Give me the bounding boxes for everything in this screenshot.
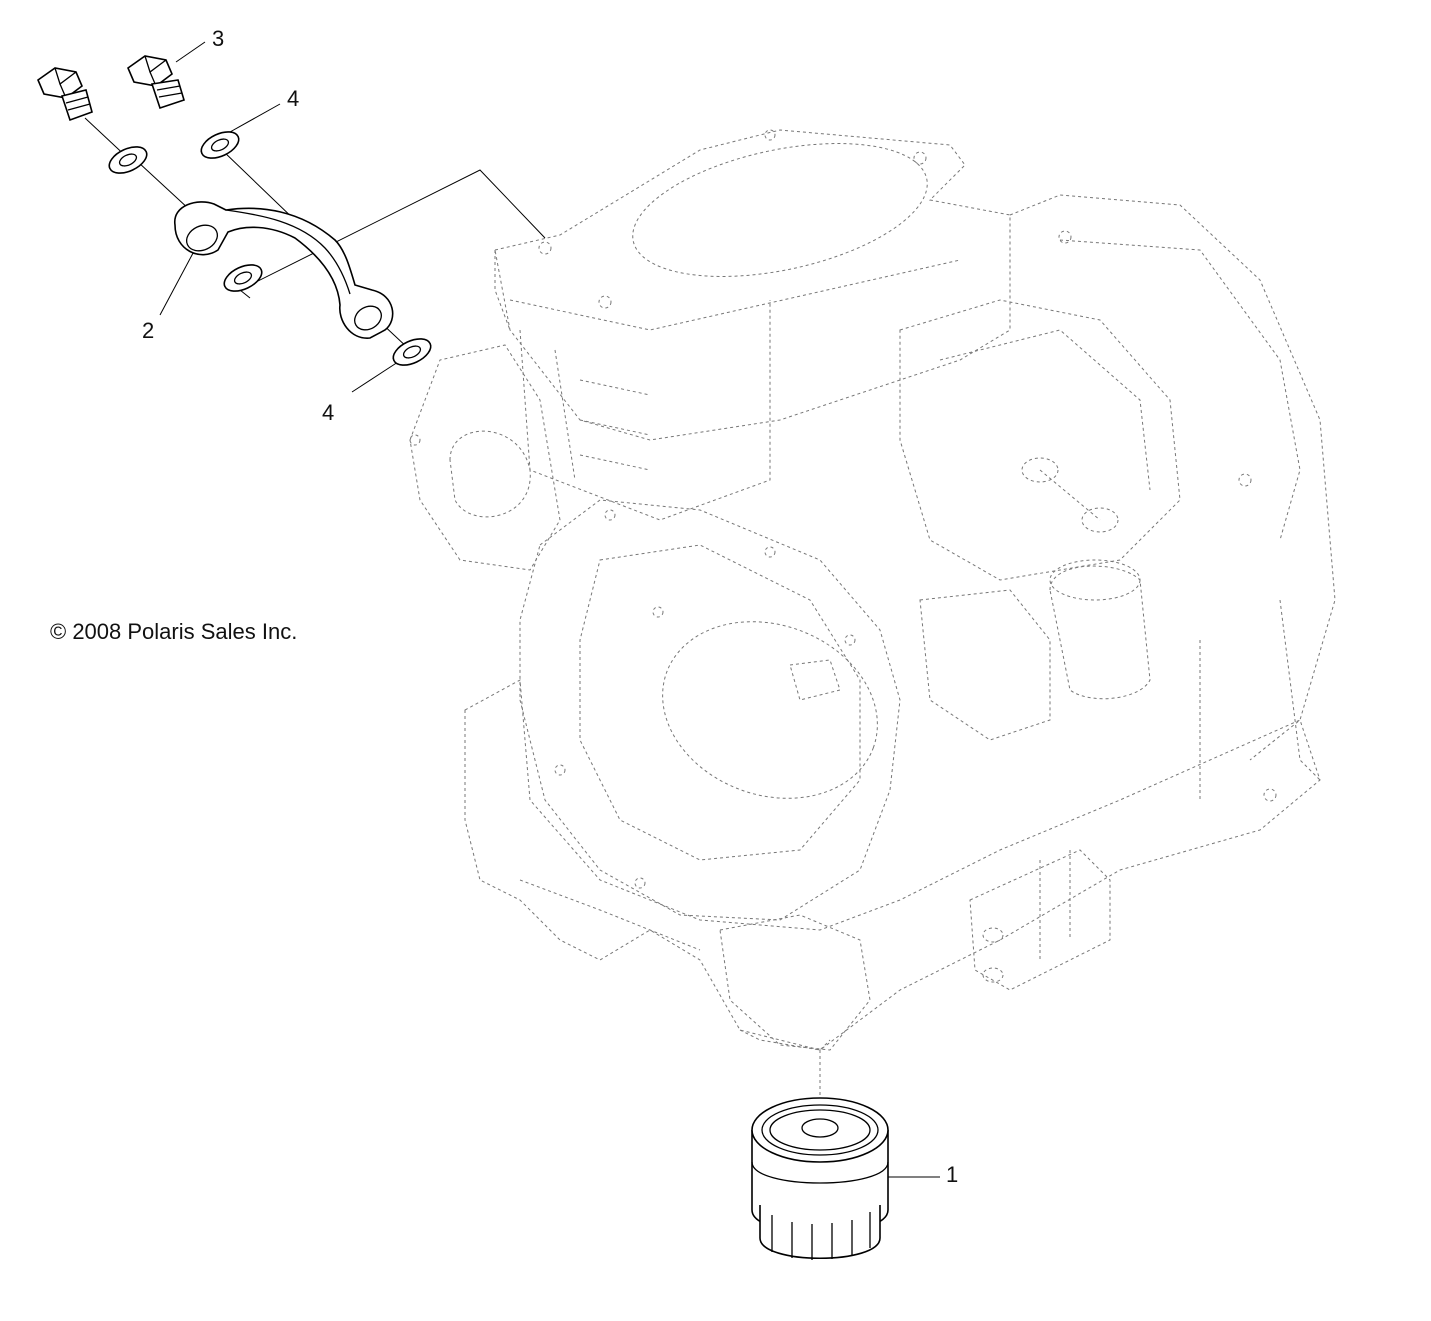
callout-4-upper: 4	[287, 86, 300, 111]
copyright-notice: © 2008 Polaris Sales Inc.	[50, 619, 298, 644]
callout-1: 1	[946, 1162, 959, 1187]
sealing-washers	[108, 131, 432, 366]
callout-4-lower: 4	[322, 400, 335, 425]
oil-line-pipe-2	[174, 201, 394, 339]
engine-block-phantom	[409, 129, 1336, 1125]
oil-filter-1	[751, 1097, 889, 1260]
banjo-bolt-left	[37, 67, 93, 122]
callout-3: 3	[212, 26, 225, 51]
banjo-bolt-3	[127, 55, 185, 110]
callout-2: 2	[142, 318, 155, 343]
